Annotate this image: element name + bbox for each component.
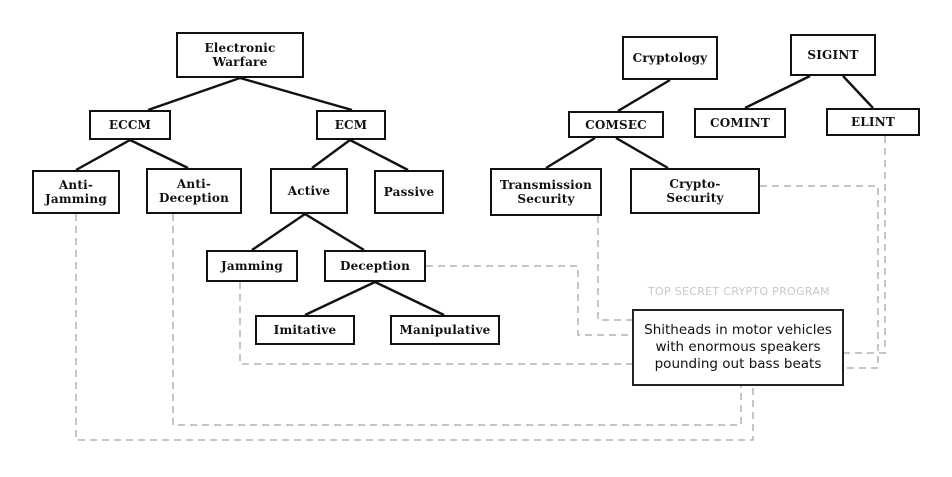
node-electronic-warfare: Electronic Warfare xyxy=(176,32,304,78)
annotation-box: Shitheads in motor vehicles with enormou… xyxy=(632,309,844,386)
node-deception: Deception xyxy=(324,250,426,282)
node-comint: COMINT xyxy=(694,108,786,138)
edge-comsec-crypto xyxy=(615,136,669,170)
edge-deception-imitative xyxy=(304,280,376,317)
node-crypto-security: Crypto- Security xyxy=(630,168,760,214)
edge-eccm-antijamming xyxy=(75,138,131,172)
edge-deception-manipulative xyxy=(374,280,445,317)
node-elint: ELINT xyxy=(826,108,920,136)
dashed-link-anti-deception xyxy=(172,214,742,426)
node-sigint: SIGINT xyxy=(790,34,876,76)
dashed-link-elint xyxy=(844,136,886,354)
node-passive: Passive xyxy=(374,170,444,214)
edge-ecm-passive xyxy=(349,138,409,172)
dashed-link-anti-jamming xyxy=(75,214,754,441)
dashed-link-crypto-security xyxy=(760,185,879,369)
tree-connectors xyxy=(75,74,874,317)
edge-active-deception xyxy=(304,212,365,252)
edge-eccm-antideception xyxy=(129,138,189,170)
edge-comsec-transmission xyxy=(545,136,596,170)
edge-active-jamming xyxy=(251,213,306,251)
node-cryptology: Cryptology xyxy=(622,36,718,80)
edge-ew-ecm xyxy=(239,76,353,112)
node-comsec: COMSEC xyxy=(568,111,664,138)
edge-ew-eccm xyxy=(147,76,241,112)
dashed-link-deception xyxy=(426,265,632,336)
node-anti-deception: Anti- Deception xyxy=(146,168,242,214)
node-imitative: Imitative xyxy=(255,315,355,345)
node-transmission-security: Transmission Security xyxy=(490,168,602,216)
annotation-title: TOP SECRET CRYPTO PROGRAM xyxy=(648,285,830,298)
node-anti-jamming: Anti- Jamming xyxy=(32,170,120,214)
node-active: Active xyxy=(270,168,348,214)
edge-sigint-comint xyxy=(744,74,811,110)
edge-cryptology-comsec xyxy=(617,78,671,113)
node-jamming: Jamming xyxy=(206,250,298,282)
node-eccm: ECCM xyxy=(89,110,171,140)
edge-sigint-elint xyxy=(842,75,874,109)
dashed-link-jamming xyxy=(239,282,632,365)
dashed-link-transmission-security xyxy=(597,216,632,321)
node-ecm: ECM xyxy=(316,110,386,140)
node-manipulative: Manipulative xyxy=(390,315,500,345)
edge-ecm-active xyxy=(311,139,351,169)
dashed-links xyxy=(75,136,886,441)
